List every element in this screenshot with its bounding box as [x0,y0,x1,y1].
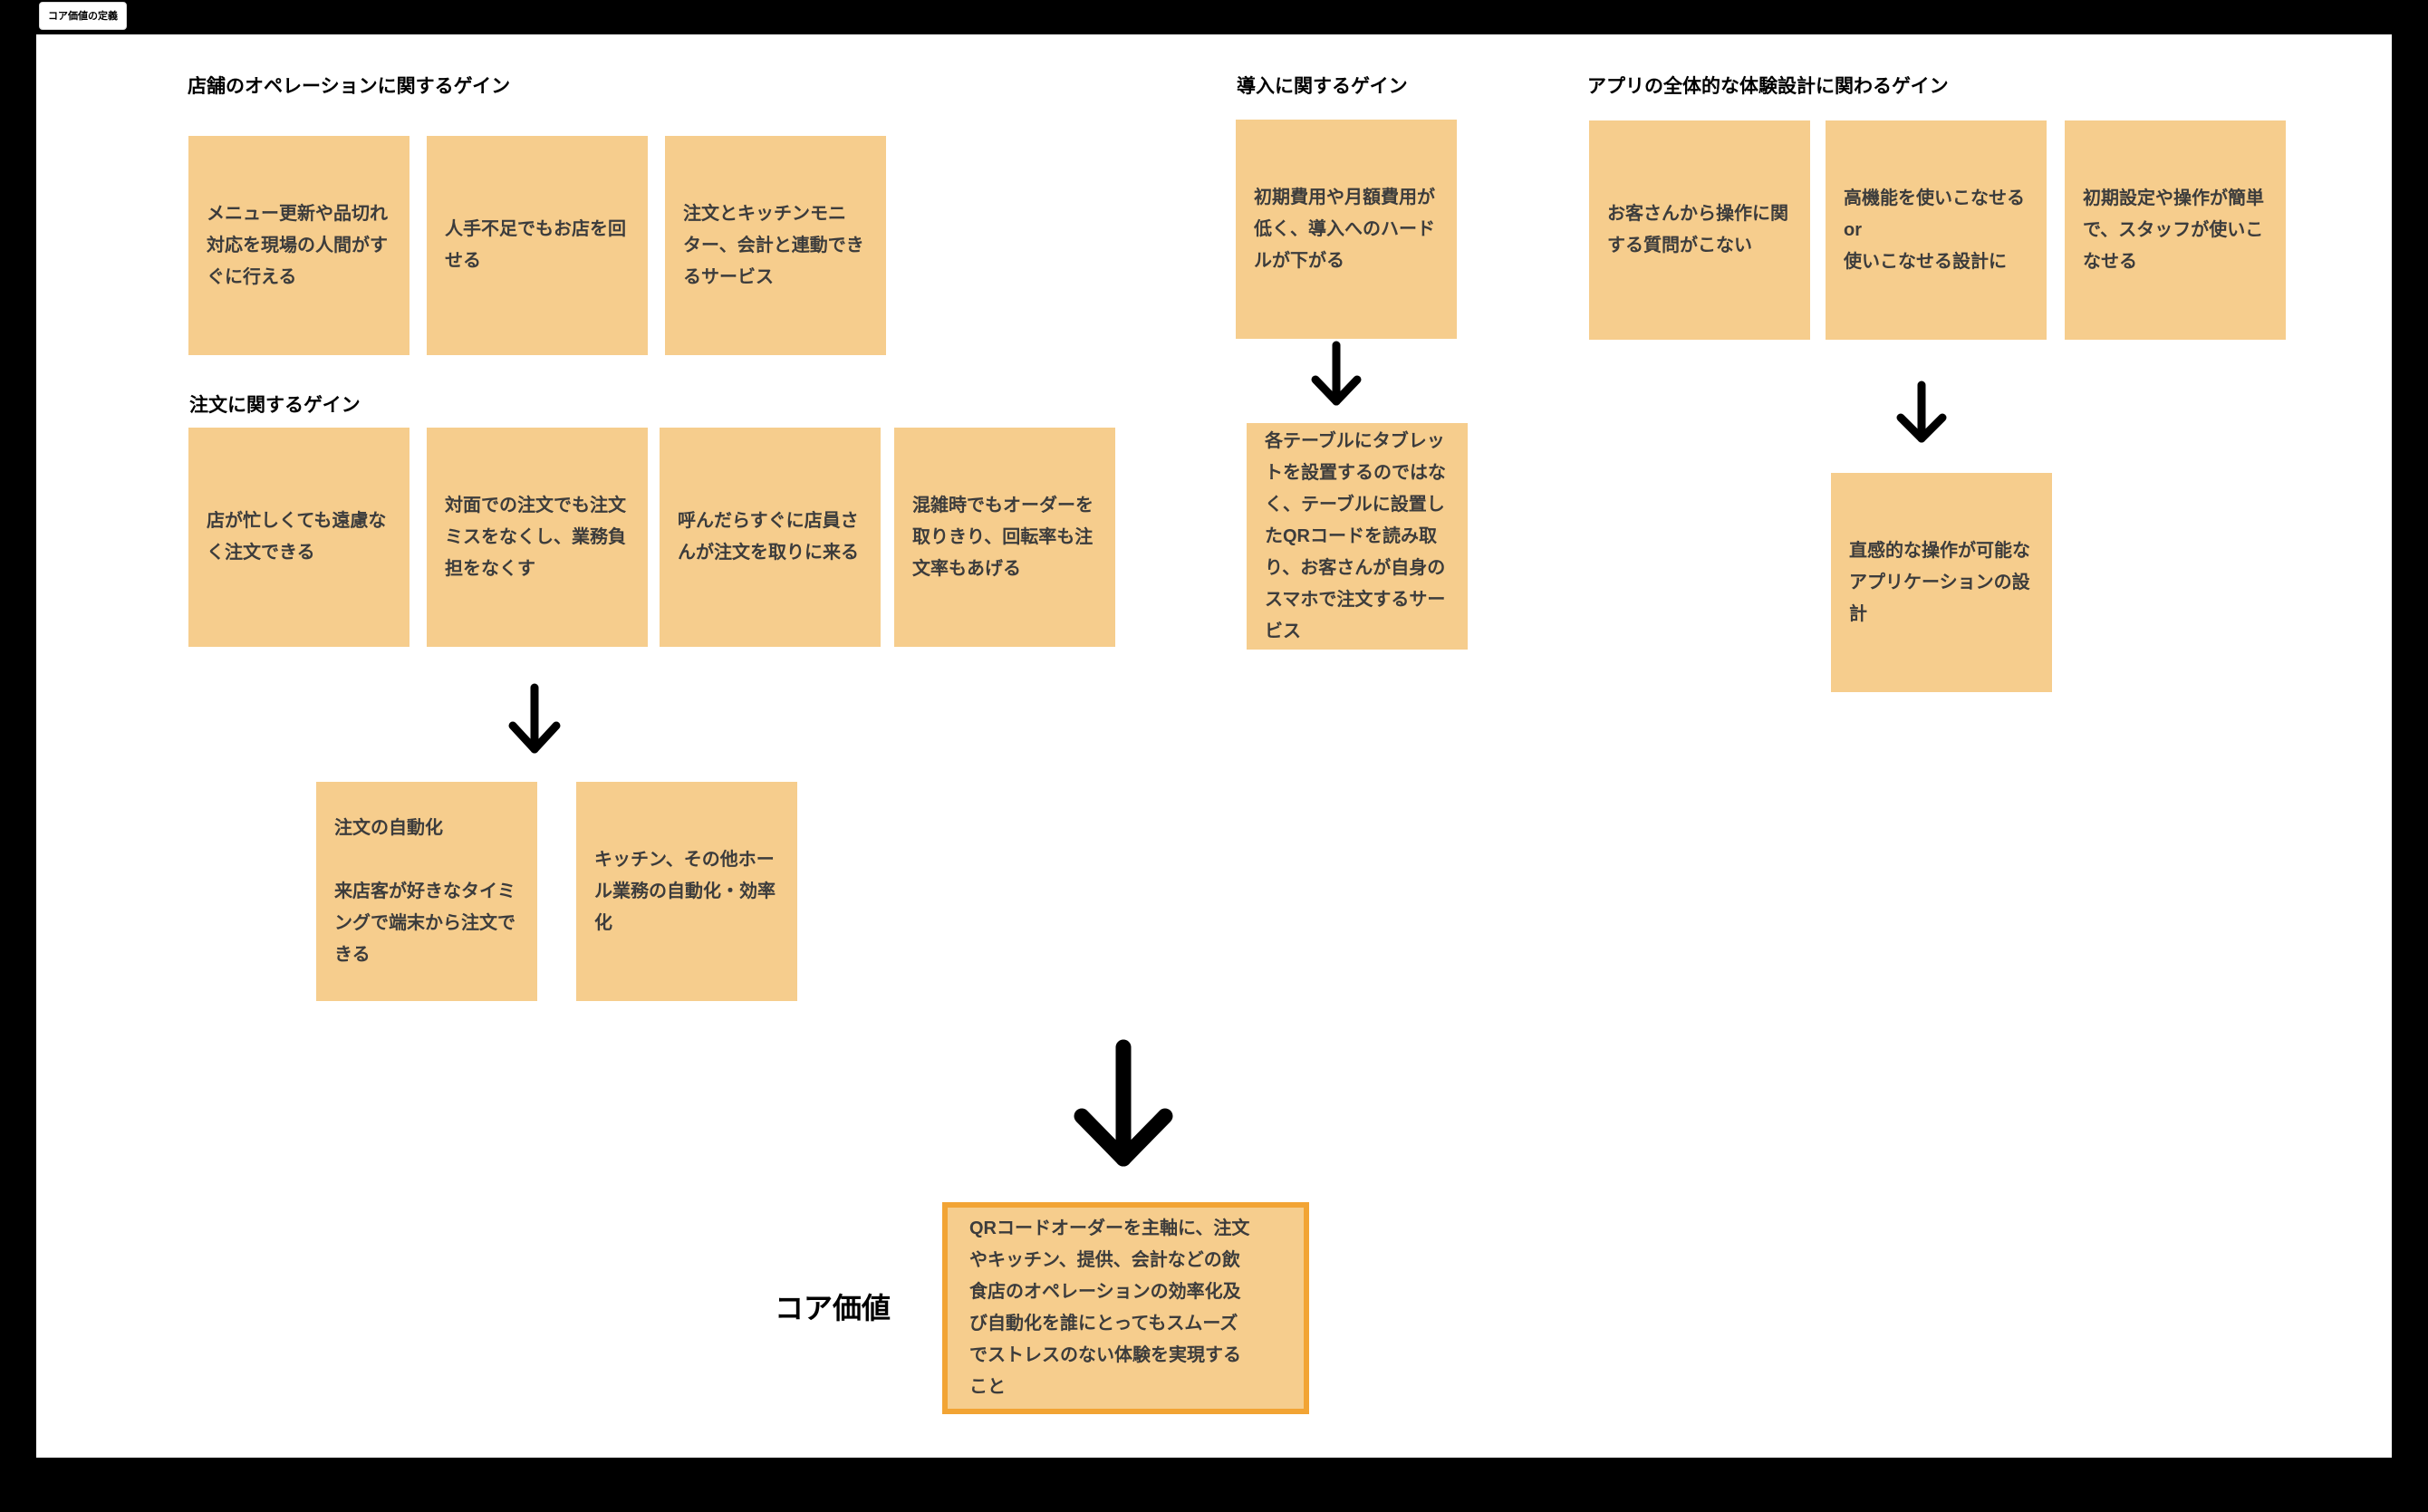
sticky-note[interactable]: 初期設定や操作が簡単 で、スタッフが使いこ なせる [2065,120,2286,340]
sticky-note[interactable]: お客さんから操作に関 する質問がこない [1589,120,1810,340]
big-down-arrow-icon[interactable] [1069,1038,1178,1172]
header-adoption[interactable]: 導入に関するゲイン [1237,76,1408,97]
sticky-note[interactable]: 人手不足でもお店を回 せる [427,136,648,355]
section-title-badge[interactable]: コア価値の定義 [39,2,127,30]
sticky-note[interactable]: 高機能を使いこなせる or 使いこなせる設計に [1826,120,2047,340]
sticky-note[interactable]: 呼んだらすぐに店員さ んが注文を取りに来る [660,428,881,647]
sticky-note[interactable]: キッチン、その他ホー ル業務の自動化・効率 化 [576,782,797,1001]
header-order[interactable]: 注文に関するゲイン [189,395,361,416]
core-value-note[interactable]: QRコードオーダーを主軸に、注文 やキッチン、提供、会計などの飲 食店のオペレー… [942,1202,1309,1414]
down-arrow-icon[interactable] [1893,380,1951,448]
sticky-note[interactable]: 各テーブルにタブレッ トを設置するのではな く、テーブルに設置し たQRコードを… [1247,423,1468,650]
down-arrow-icon[interactable] [506,682,564,758]
sticky-note[interactable]: 初期費用や月額費用が 低く、導入へのハード ルが下がる [1236,120,1457,339]
sticky-note[interactable]: 店が忙しくても遠慮な く注文できる [188,428,409,647]
header-store-ops[interactable]: 店舗のオペレーションに関するゲイン [188,76,511,97]
sticky-note[interactable]: 注文の自動化 来店客が好きなタイミ ングで端末から注文で きる [316,782,537,1001]
sticky-note[interactable]: 混雑時でもオーダーを 取りきり、回転率も注 文率もあげる [894,428,1115,647]
header-app-ux[interactable]: アプリの全体的な体験設計に関わるゲイン [1587,76,1949,97]
sticky-note[interactable]: 注文とキッチンモニ ター、会計と連動でき るサービス [665,136,886,355]
core-value-label[interactable]: コア価値 [775,1292,891,1324]
sticky-note[interactable]: 直感的な操作が可能な アプリケーションの設 計 [1831,473,2052,692]
sticky-note[interactable]: 対面での注文でも注文 ミスをなくし、業務負 担をなくす [427,428,648,647]
sticky-note[interactable]: メニュー更新や品切れ 対応を現場の人間がす ぐに行える [188,136,409,355]
down-arrow-icon[interactable] [1307,340,1365,410]
